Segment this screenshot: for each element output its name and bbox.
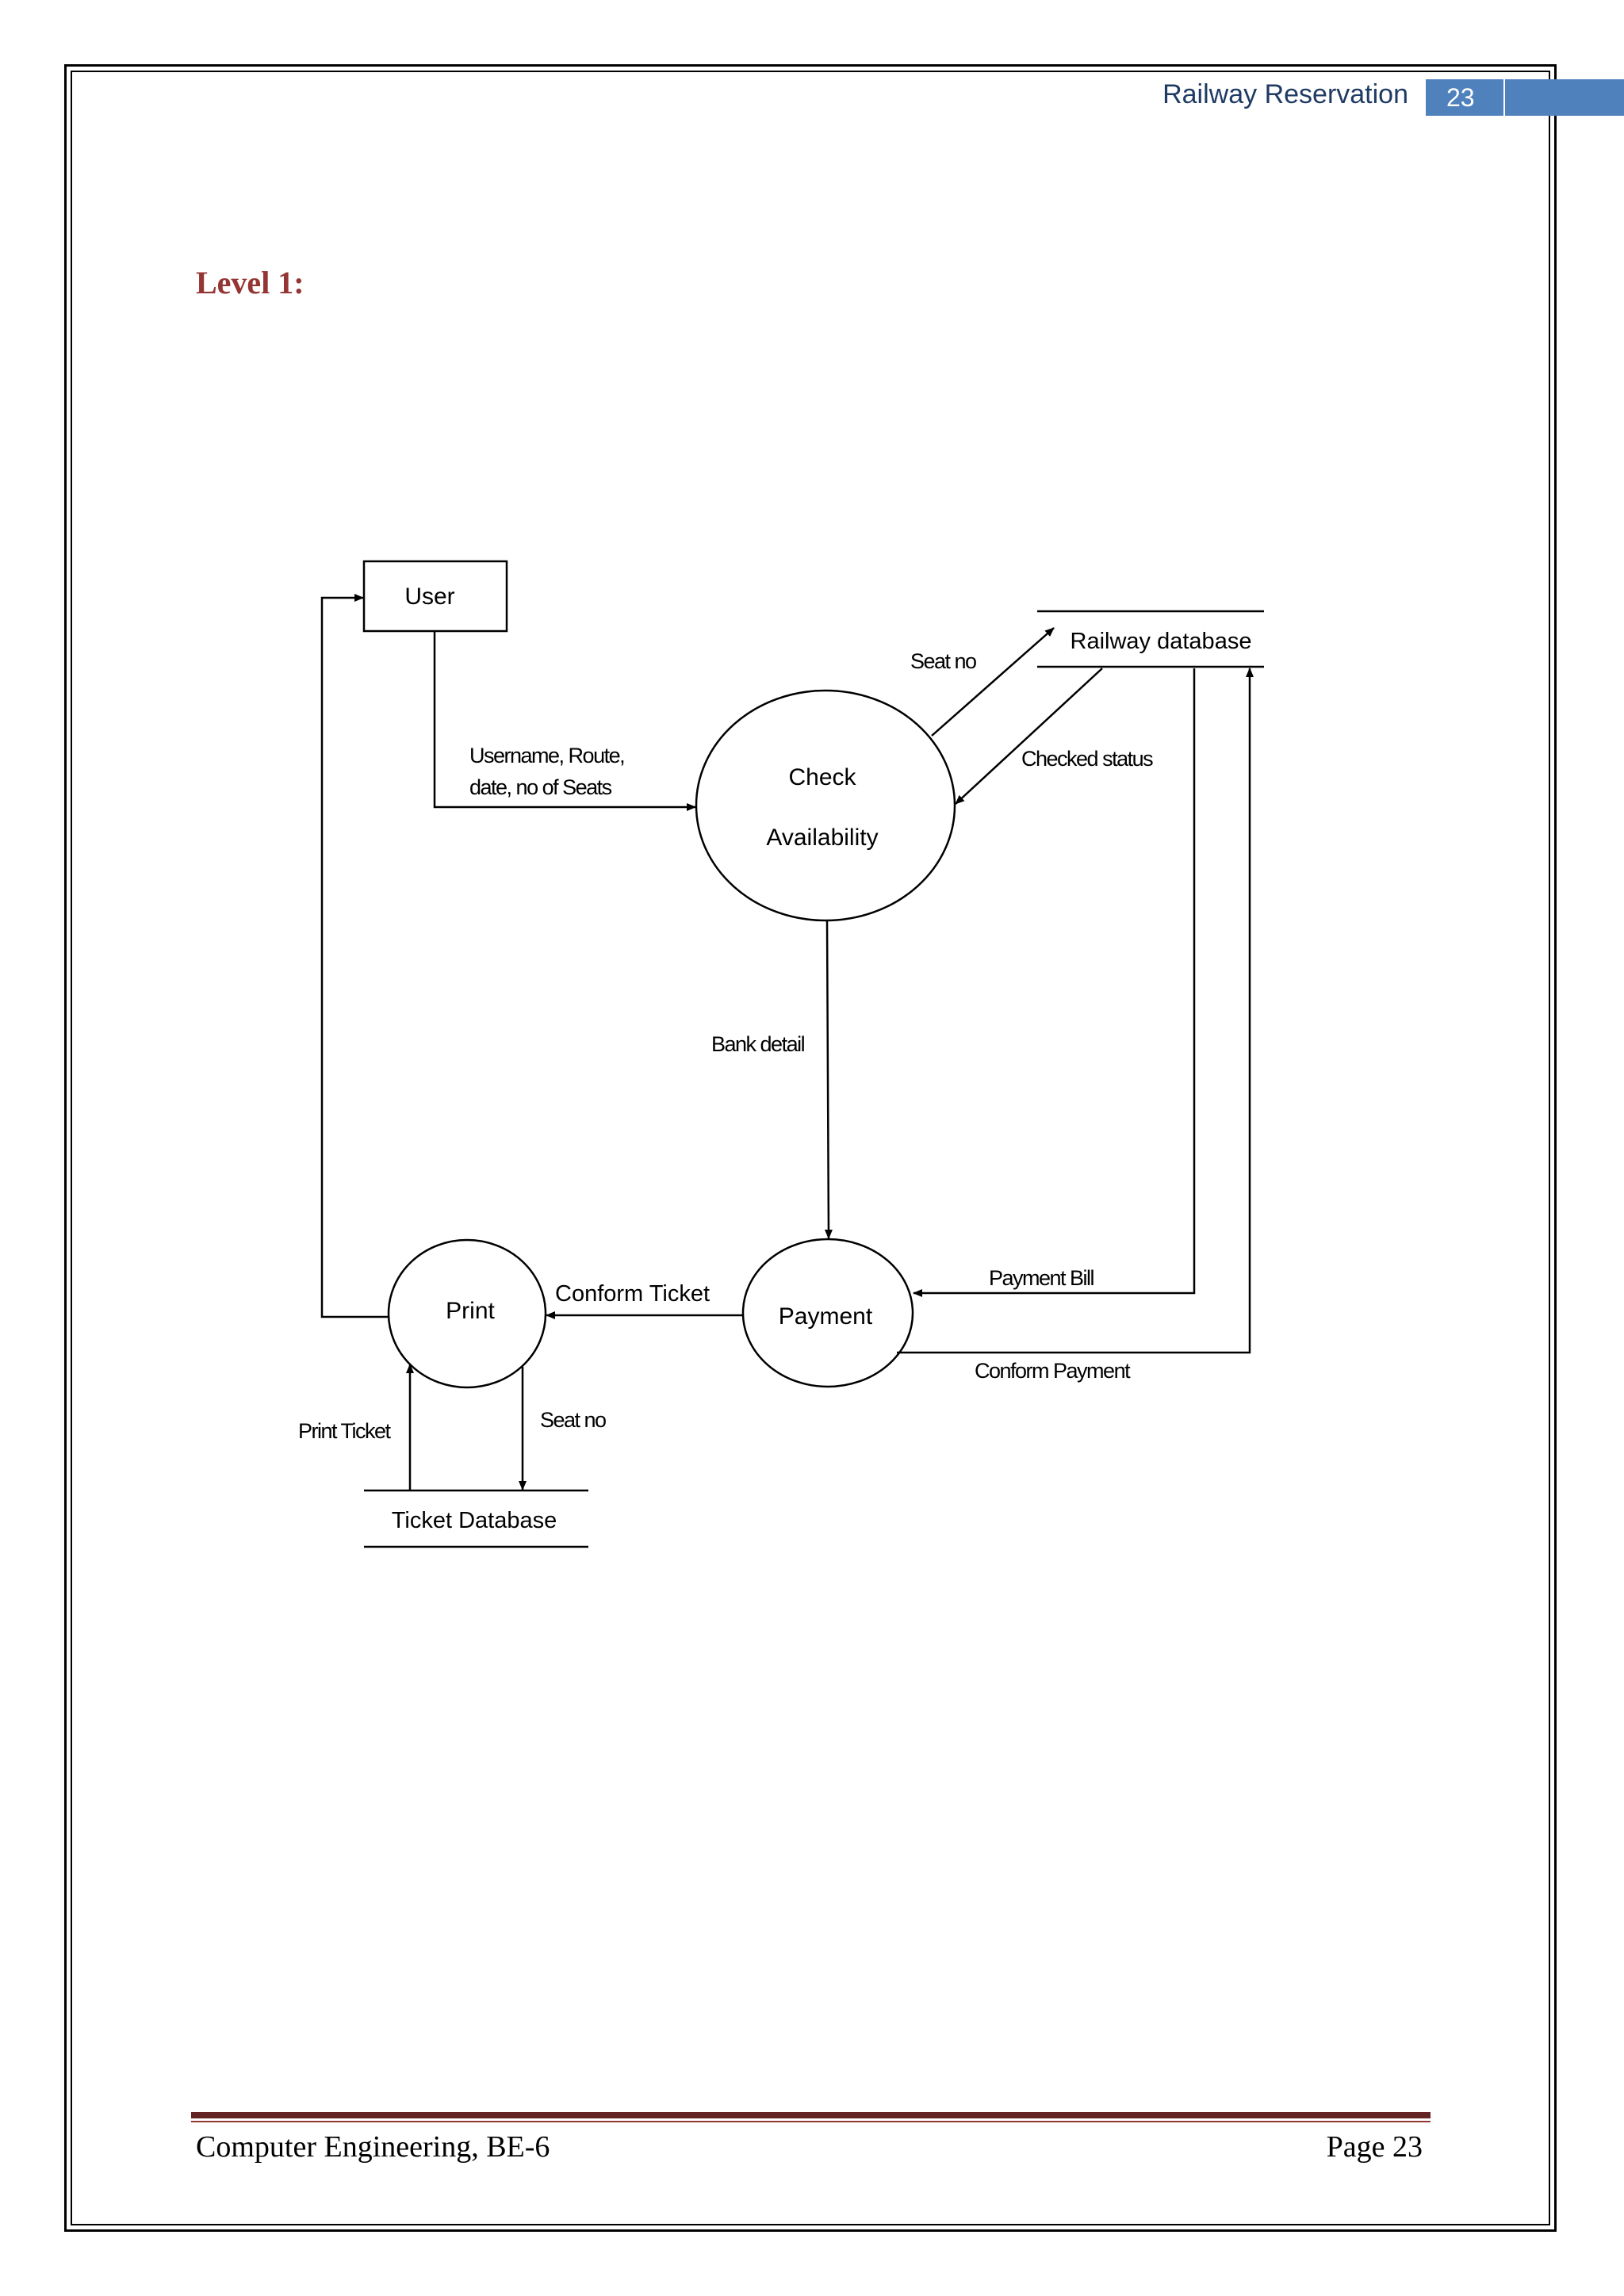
footer-page-number: Page 23 (1326, 2130, 1423, 2164)
page-border-inner (71, 71, 1550, 2225)
level-heading: Level 1: (196, 265, 304, 300)
flow-check-to-payment (824, 920, 833, 1239)
flow-check-to-railway-db (931, 627, 1055, 737)
flow-checked-status-label: Checked status (1021, 747, 1153, 771)
flow-bank-detail-label: Bank detail (711, 1032, 805, 1056)
header-title: Railway Reservation (1162, 79, 1408, 109)
check-availability-label-line1: Check (788, 764, 856, 790)
flow-user-details-label-line1: Username, Route, (469, 744, 624, 767)
flow-user-to-check (433, 631, 696, 811)
footer-rule-thick (191, 2112, 1431, 2118)
footer-rule-thin (191, 2121, 1431, 2122)
ticket-db-label: Ticket Database (392, 1508, 557, 1533)
footer-course: Computer Engineering, BE-6 (196, 2130, 550, 2164)
user-entity-label: User (404, 584, 454, 610)
header-tab-extension (1505, 79, 1624, 116)
flow-railway-db-to-payment (913, 668, 1196, 1297)
flow-user-details-label-line2: date, no of Seats (469, 775, 612, 799)
flow-print-to-user (320, 594, 389, 1318)
flow-seat-no-top-label: Seat no (910, 649, 976, 673)
flow-payment-to-railway-db (897, 668, 1254, 1354)
check-availability-label-line2: Availability (766, 825, 878, 851)
flow-conform-ticket-label: Conform Ticket (555, 1281, 710, 1307)
flow-print-ticket-label: Print Ticket (298, 1419, 392, 1443)
page-border-outer (64, 64, 1557, 2232)
payment-label: Payment (779, 1303, 873, 1330)
header-page-number: 23 (1426, 79, 1503, 116)
print-label: Print (446, 1298, 495, 1324)
check-availability-process (695, 689, 956, 922)
flow-payment-bill-label: Payment Bill (989, 1266, 1094, 1290)
flow-railway-db-to-check (955, 668, 1103, 805)
railway-db-label: Railway database (1071, 629, 1252, 654)
flow-conform-payment-label: Conform Payment (975, 1359, 1131, 1383)
payment-process (741, 1238, 914, 1388)
flow-seat-no-bottom-label: Seat no (540, 1408, 606, 1432)
